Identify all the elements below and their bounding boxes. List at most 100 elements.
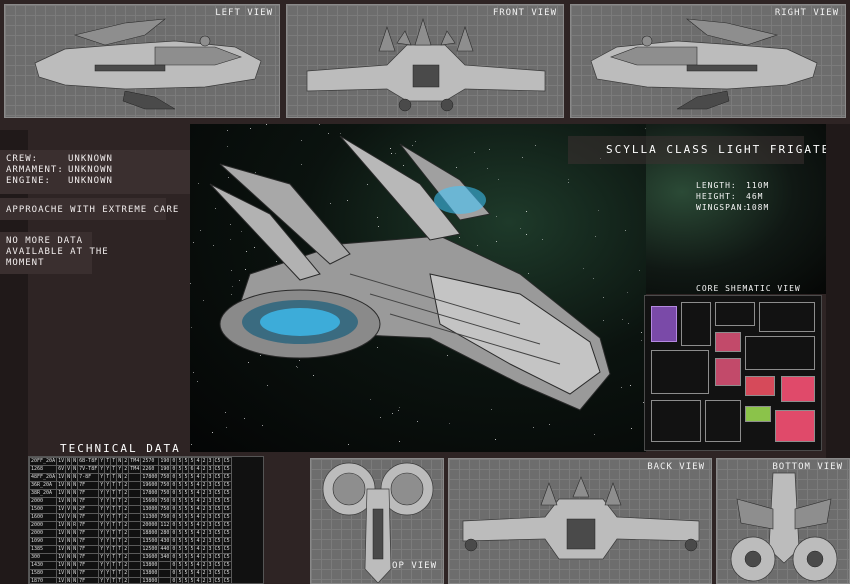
hero-render xyxy=(190,124,646,452)
table-cell: 19600 xyxy=(140,481,160,490)
star xyxy=(248,362,249,363)
star xyxy=(301,140,302,141)
table-cell: 1090 xyxy=(29,537,58,546)
star xyxy=(415,141,416,142)
table-cell: C5 xyxy=(221,513,232,522)
star xyxy=(498,179,499,180)
star xyxy=(296,366,297,367)
table-cell: 2570 xyxy=(140,457,160,466)
table-cell: C5 xyxy=(212,489,223,498)
table-cell: 1870 xyxy=(29,577,58,583)
no-data-line-2: AVAILABLE AT THE xyxy=(6,247,109,257)
table-cell: 2F xyxy=(77,505,100,514)
star xyxy=(262,425,263,426)
table-cell: 13500 xyxy=(140,537,160,546)
schematic-block xyxy=(705,400,741,442)
table-cell: 13800 xyxy=(140,577,160,584)
table-cell: 20000 xyxy=(140,521,160,530)
table-cell: 13000 xyxy=(140,505,160,514)
table-cell: C5 xyxy=(221,553,232,562)
table-cell: C5 xyxy=(221,521,232,530)
table-cell: 7F xyxy=(77,537,100,546)
table-cell: 7F xyxy=(77,569,100,578)
bottom-view-ship xyxy=(730,472,838,582)
star xyxy=(474,152,475,153)
star xyxy=(491,409,492,410)
table-cell: 1V xyxy=(56,545,67,554)
table-cell: 750 xyxy=(158,497,172,506)
table-cell: 1V xyxy=(56,497,67,506)
table-cell: 1V xyxy=(56,473,67,482)
table-cell: 13800 xyxy=(140,561,160,570)
table-cell xyxy=(128,505,142,514)
hero-ship xyxy=(209,135,611,411)
star xyxy=(522,157,523,158)
table-cell: 300 xyxy=(29,553,58,562)
star xyxy=(603,297,604,298)
table-cell: 7F xyxy=(77,577,100,583)
ship-title: SCYLLA CLASS LIGHT FRIGATE xyxy=(606,143,831,156)
table-cell: 6B-T8F xyxy=(77,457,100,466)
star xyxy=(191,444,192,445)
table-cell xyxy=(128,537,142,546)
star xyxy=(631,428,632,429)
table-cell xyxy=(128,529,142,538)
table-cell: 1V xyxy=(56,481,67,490)
table-cell: C5 xyxy=(212,545,223,554)
star xyxy=(244,418,245,419)
star xyxy=(380,417,381,418)
core-schematic xyxy=(644,295,822,451)
table-cell: 2000 xyxy=(29,521,58,530)
star xyxy=(301,164,302,165)
right-bar xyxy=(826,124,850,464)
star xyxy=(297,367,298,368)
height-label: HEIGHT: xyxy=(696,192,737,201)
schematic-block xyxy=(715,302,755,326)
star xyxy=(477,245,478,246)
table-cell: 1268 xyxy=(29,465,58,474)
star xyxy=(630,385,631,386)
table-cell: C5 xyxy=(221,457,232,466)
table-cell: 750 xyxy=(158,505,172,514)
table-cell: C5 xyxy=(212,537,223,546)
star xyxy=(496,241,497,242)
crew-value: UNKNOWN xyxy=(68,154,113,164)
table-cell: C5 xyxy=(221,497,232,506)
schematic-block xyxy=(745,376,775,396)
table-cell: 1V xyxy=(56,489,67,498)
star xyxy=(391,153,392,154)
table-cell: 17800 xyxy=(140,473,160,482)
star xyxy=(299,360,300,361)
length-value: 110M xyxy=(746,181,770,190)
technical-data-title: TECHNICAL DATA xyxy=(60,442,181,455)
table-cell: C5 xyxy=(212,569,223,578)
table-cell: C5 xyxy=(221,537,232,546)
table-cell: 7F xyxy=(77,553,100,562)
schematic-block xyxy=(651,400,701,442)
star xyxy=(583,268,584,269)
back-view-panel: BACK VIEW xyxy=(448,458,712,584)
table-cell xyxy=(128,569,142,578)
table-cell: 13600 xyxy=(140,553,160,562)
table-cell: C5 xyxy=(212,521,223,530)
schematic-block xyxy=(781,376,815,402)
table-cell xyxy=(128,545,142,554)
table-cell xyxy=(158,577,172,583)
schematic-block xyxy=(745,336,815,370)
table-cell: C5 xyxy=(221,489,232,498)
table-cell: C5 xyxy=(221,577,232,584)
table-cell: C5 xyxy=(212,577,223,584)
table-cell xyxy=(128,513,142,522)
star xyxy=(276,261,277,262)
table-cell xyxy=(128,481,142,490)
star xyxy=(403,165,404,166)
no-data-line-3: MOMENT xyxy=(6,258,45,268)
star xyxy=(412,145,413,146)
star xyxy=(542,239,543,240)
length-label: LENGTH: xyxy=(696,181,737,190)
back-view-label: BACK VIEW xyxy=(647,462,705,472)
star xyxy=(370,399,371,400)
